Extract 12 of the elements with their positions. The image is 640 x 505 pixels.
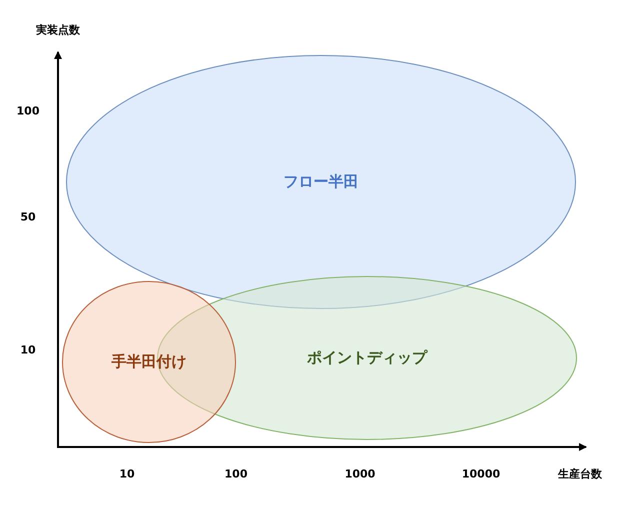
region-label: ポイントディップ [307,348,427,366]
tick-label: 1000 [344,468,376,480]
tick-label: 100 [224,468,248,480]
tick-label: 10000 [462,468,500,480]
region-label: 手半田付け [112,352,186,370]
tick-label: 50 [20,210,36,224]
tick-label: 100 [16,104,40,118]
region-label: フロー半田 [284,172,358,190]
axis-title: 生産台数 [558,466,602,482]
tick-label: 10 [119,468,135,480]
axis-title: 実装点数 [36,22,80,38]
tick-label: 10 [20,344,36,356]
